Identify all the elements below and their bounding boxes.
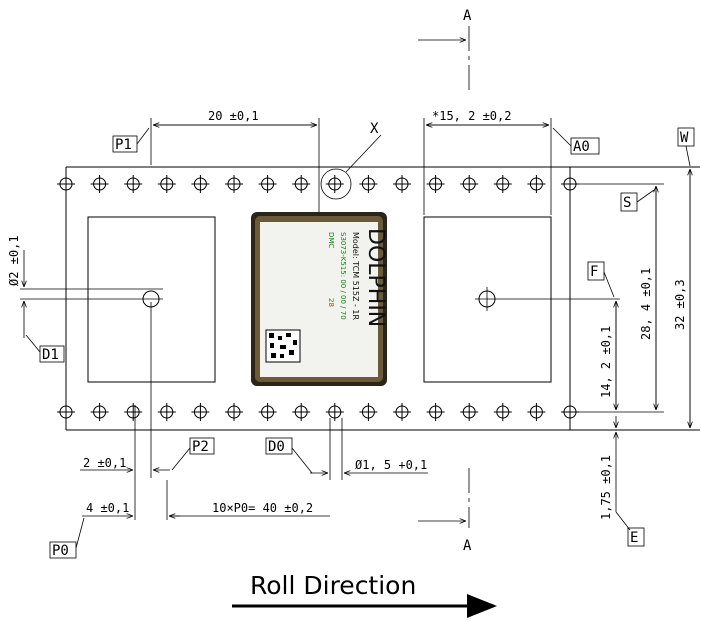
sprocket-hole — [527, 403, 546, 421]
label-s: S — [623, 195, 631, 211]
sprocket-hole — [527, 175, 546, 193]
sprocket-hole — [57, 175, 75, 193]
datamatrix-code — [265, 329, 301, 363]
dim-w: 32 ±0,3 W — [673, 127, 695, 428]
dim-p1: 20 ±0,1 P1 — [112, 109, 320, 212]
module-brand: DOLPHIN — [363, 228, 388, 327]
roll-direction: Roll Direction — [232, 571, 497, 618]
sprocket-hole — [225, 403, 243, 421]
sprocket-hole — [225, 175, 243, 193]
sprocket-hole — [460, 175, 479, 193]
dim-p0-cumulative: 10×P0= 40 ±0,2 — [212, 501, 313, 515]
section-a-top: A — [418, 8, 472, 90]
dim-d0-value: Ø1, 5 +0,1 — [355, 458, 427, 472]
module-line2: DMC — [327, 232, 335, 248]
dim-e-value: 1,75 ±0,1 — [599, 455, 613, 520]
sprocket-hole — [157, 403, 176, 421]
sprocket-hole — [325, 403, 344, 421]
label-section-a-top: A — [463, 8, 472, 24]
module-component: DOLPHIN Model: TCM 515Z - 1R S3073-K515:… — [251, 212, 388, 386]
label-d1: D1 — [42, 347, 59, 363]
dim-f-value: 14, 2 ±0,1 — [599, 326, 613, 398]
roll-direction-caption: Roll Direction — [250, 571, 416, 600]
sprocket-hole — [393, 175, 411, 193]
pocket-right — [423, 216, 620, 383]
sprocket-hole — [561, 175, 579, 193]
sprocket-hole — [393, 403, 411, 421]
label-d0: D0 — [268, 439, 285, 455]
sprocket-hole — [359, 175, 378, 193]
sprocket-holes-top — [57, 175, 579, 193]
sprocket-hole — [292, 403, 311, 421]
sprocket-hole — [157, 175, 176, 193]
dim-p2: 2 ±0,1 P2 — [80, 302, 215, 520]
label-w: W — [680, 130, 689, 146]
dim-s-value: 28, 4 ±0,1 — [639, 268, 653, 340]
dim-s: 28, 4 ±0,1 S — [566, 183, 664, 413]
sprocket-hole — [258, 175, 277, 193]
dim-a0: *15, 2 ±0,2 A0 — [423, 109, 600, 215]
sprocket-hole — [493, 403, 512, 421]
dim-p0-value: 4 ±0,1 — [86, 501, 129, 515]
sprocket-hole — [426, 175, 445, 193]
label-e: E — [630, 530, 638, 546]
sprocket-hole — [124, 403, 143, 421]
module-model: Model: TCM 515Z - 1R — [351, 232, 360, 321]
sprocket-hole — [191, 403, 210, 421]
dim-p0: 4 ±0,1 10×P0= 40 ±0,2 P0 — [49, 480, 330, 559]
dim-w-value: 32 ±0,3 — [673, 279, 687, 330]
sprocket-holes-bottom — [57, 403, 579, 421]
dim-e: 1,75 ±0,1 E — [566, 416, 645, 547]
label-p0: P0 — [52, 543, 69, 559]
sprocket-hole — [90, 175, 109, 193]
dim-d1-value: Ø2 ±0,1 — [7, 235, 21, 286]
sprocket-hole — [90, 403, 109, 421]
sprocket-hole — [460, 403, 479, 421]
module-line3: 28 — [327, 298, 335, 307]
sprocket-hole — [57, 403, 75, 421]
detail-x-marker: X — [320, 121, 382, 200]
label-x: X — [370, 121, 379, 137]
sprocket-hole — [258, 403, 277, 421]
sprocket-hole — [493, 175, 512, 193]
label-a0: A0 — [573, 139, 590, 155]
dim-d1: Ø2 ±0,1 D1 — [7, 235, 163, 363]
sprocket-hole — [191, 175, 210, 193]
label-p2: P2 — [192, 439, 209, 455]
sprocket-hole — [359, 403, 378, 421]
label-p1: P1 — [115, 137, 132, 153]
sprocket-hole — [292, 175, 311, 193]
sprocket-hole — [124, 175, 143, 193]
module-line1: S3073-K515: 00 / 00 / 70 — [339, 232, 347, 320]
dim-a0-value: *15, 2 ±0,2 — [432, 109, 511, 123]
dim-p2-value: 2 ±0,1 — [83, 456, 126, 470]
dim-d0: Ø1, 5 +0,1 D0 — [265, 418, 428, 480]
pocket-left — [20, 216, 216, 383]
section-a-bottom: A — [418, 468, 472, 554]
label-f: F — [590, 264, 598, 280]
label-section-a-bottom: A — [463, 538, 472, 554]
dim-p1-value: 20 ±0,1 — [208, 109, 259, 123]
dim-f: 14, 2 ±0,1 F — [587, 261, 616, 410]
sprocket-hole — [325, 175, 344, 193]
sprocket-hole — [426, 403, 445, 421]
